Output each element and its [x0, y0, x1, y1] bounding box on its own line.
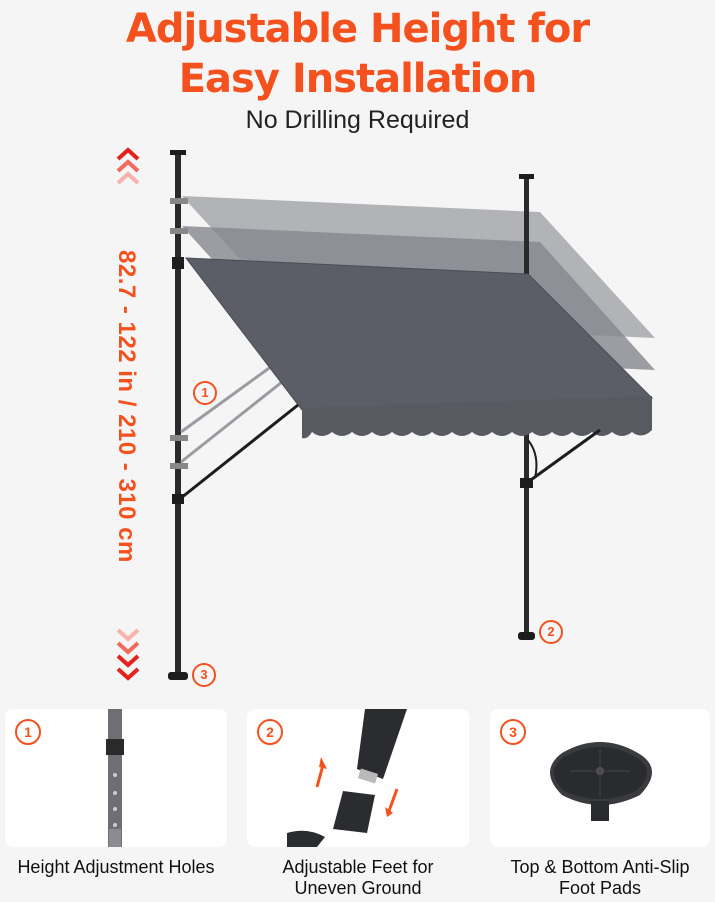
- height-range-label: 82.7 - 122 in / 210 - 310 cm: [113, 250, 140, 563]
- foot-pad-image: [550, 742, 653, 821]
- marker-2: 2: [539, 620, 563, 644]
- caption-line-1: Top & Bottom Anti-Slip: [510, 857, 690, 877]
- awning-valance: [302, 396, 652, 439]
- adjustable-feet-image: [287, 709, 407, 847]
- down-arrows-icon: [116, 628, 140, 681]
- caption-line-2: Uneven Ground: [294, 878, 422, 898]
- caption-text: Height Adjustment Holes: [17, 857, 215, 877]
- feature-card-foot-pads: 3: [490, 709, 710, 847]
- headline-line-2: Easy Installation: [178, 56, 538, 102]
- headline: Adjustable Height for Easy Installation: [0, 4, 715, 104]
- headline-line-1: Adjustable Height for: [125, 6, 590, 52]
- feature-number: 1: [15, 719, 41, 745]
- feature-card-height-holes: 1: [5, 709, 227, 847]
- marker-1: 1: [193, 381, 217, 405]
- caption-line-1: Adjustable Feet for: [282, 857, 434, 877]
- feature-card-adjustable-feet: 2: [247, 709, 469, 847]
- subtitle: No Drilling Required: [245, 106, 470, 134]
- feature-number: 3: [500, 719, 526, 745]
- awning-illustration: [168, 150, 655, 680]
- left-pole: [175, 152, 181, 677]
- awning-canopy: [186, 258, 652, 410]
- adjustment-pole-image: [106, 709, 124, 847]
- caption-foot-pads: Top & Bottom Anti-Slip Foot Pads: [490, 857, 710, 899]
- right-support-arm: [527, 428, 601, 484]
- up-arrows-icon: [116, 147, 140, 185]
- marker-3: 3: [192, 663, 216, 687]
- caption-height-holes: Height Adjustment Holes: [5, 857, 227, 878]
- feature-number: 2: [257, 719, 283, 745]
- left-support-arm: [180, 403, 299, 500]
- caption-line-2: Foot Pads: [558, 878, 642, 898]
- caption-adjustable-feet: Adjustable Feet for Uneven Ground: [247, 857, 469, 899]
